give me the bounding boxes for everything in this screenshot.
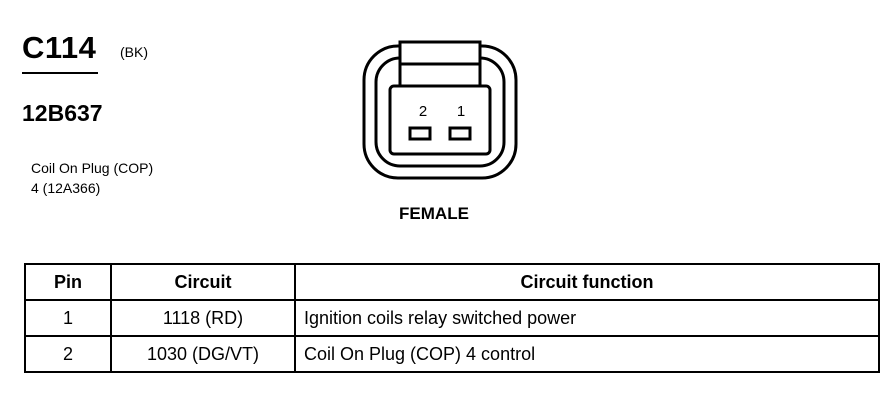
connector-gender-label: FEMALE [399, 204, 469, 223]
cell-circuit: 1118 (RD) [110, 299, 296, 337]
cell-circuit-function: Coil On Plug (COP) 4 control [294, 335, 880, 373]
header-circuit-function: Circuit function [294, 263, 880, 301]
connector-description-line1: Coil On Plug (COP) [31, 160, 154, 176]
table-header-row: Pin Circuit Circuit function [24, 263, 880, 301]
terminal-2 [408, 126, 432, 141]
table-row: 1 1118 (RD) Ignition coils relay switche… [24, 299, 880, 337]
header-pin: Pin [24, 263, 112, 301]
header-circuit: Circuit [110, 263, 296, 301]
cell-circuit: 1030 (DG/VT) [110, 335, 296, 373]
connector-face-diagram: 2 1 [362, 40, 518, 180]
pin-label-1: 1 [457, 103, 465, 120]
part-number: 12B637 [22, 100, 103, 126]
connector-id-underline [22, 72, 98, 74]
cell-pin: 2 [24, 335, 112, 373]
connector-terminal-cavity [388, 84, 492, 156]
cell-circuit-function: Ignition coils relay switched power [294, 299, 880, 337]
connector-id: C114 [22, 30, 97, 65]
pin-table: Pin Circuit Circuit function 1 1118 (RD)… [24, 263, 880, 373]
connector-color: (BK) [120, 44, 148, 60]
pin-label-2: 2 [419, 103, 427, 120]
cell-pin: 1 [24, 299, 112, 337]
table-row: 2 1030 (DG/VT) Coil On Plug (COP) 4 cont… [24, 335, 880, 373]
connector-description-line2: 4 (12A366) [31, 180, 101, 196]
terminal-1 [448, 126, 472, 141]
